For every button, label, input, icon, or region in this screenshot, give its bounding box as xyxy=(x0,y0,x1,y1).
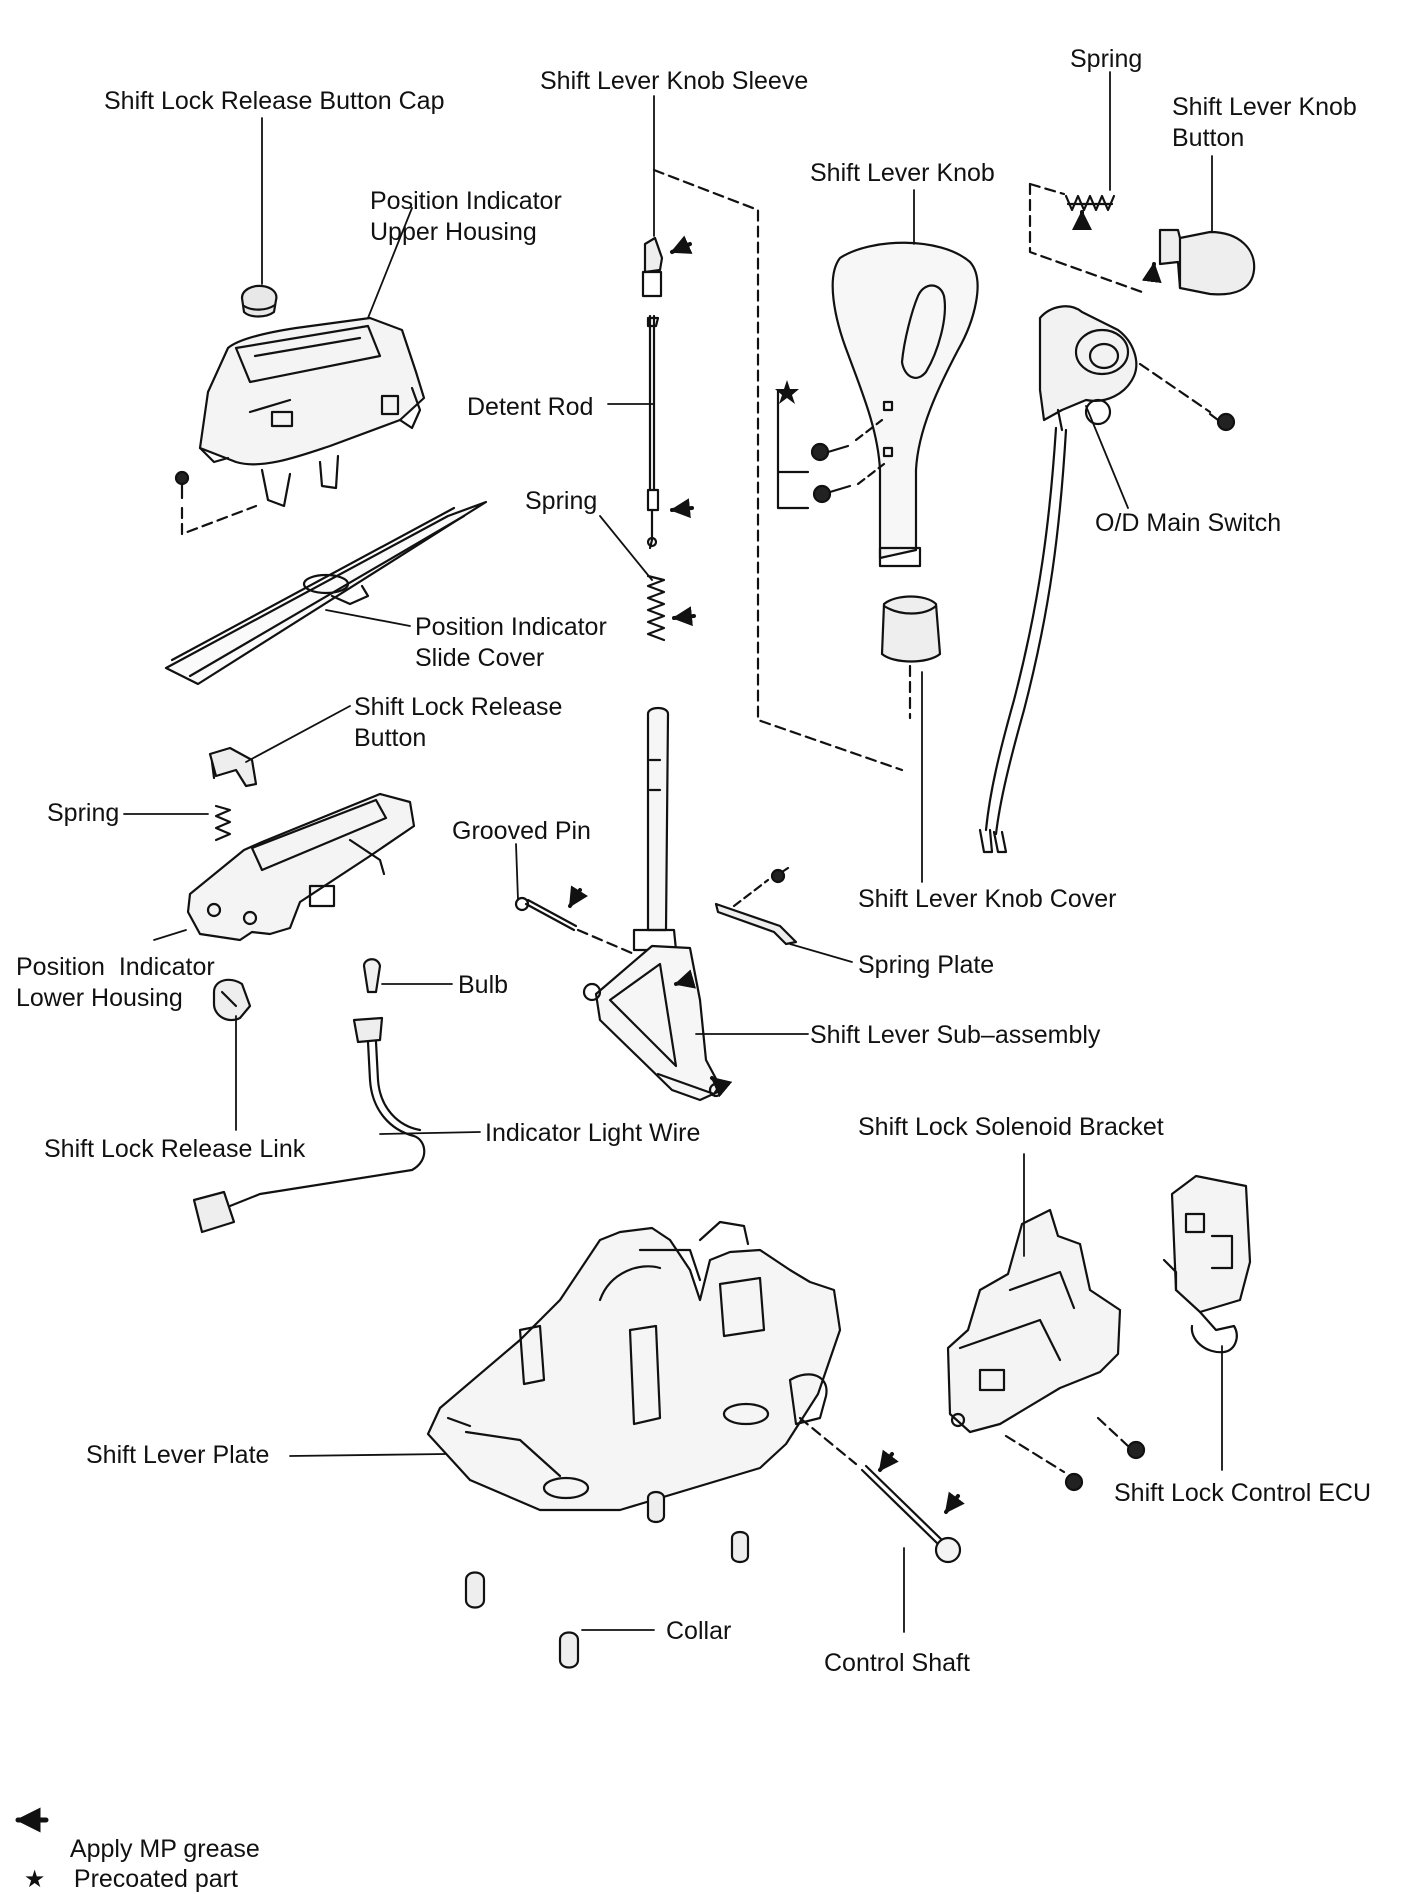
spring-mid-part xyxy=(646,574,666,642)
legend-precoated-text: Precoated part xyxy=(73,1865,238,1893)
collars-part xyxy=(464,1490,750,1669)
label-grooved-pin: Grooved Pin xyxy=(452,817,591,845)
button-cap-part xyxy=(240,284,278,318)
od-screw xyxy=(1208,412,1236,432)
legend-grease: Apply MP grease xyxy=(6,1806,260,1864)
release-button-part xyxy=(208,746,258,788)
label-position-indicator-lower-housing: Position Indicator Lower Housing xyxy=(16,953,215,1012)
label-shift-lever-knob: Shift Lever Knob xyxy=(810,159,995,187)
legend-grease-text: Apply MP grease xyxy=(69,1835,260,1863)
label-shift-lever-plate: Shift Lever Plate xyxy=(86,1441,270,1469)
knob-button-part xyxy=(1158,228,1256,296)
solenoid-bracket-part xyxy=(946,1208,1122,1434)
shift-lever-knob-part xyxy=(831,241,979,568)
label-shift-lock-release-button: Shift Lock Release Button xyxy=(354,693,563,752)
label-shift-lever-knob-button: Shift Lever Knob Button xyxy=(1172,93,1357,152)
label-spring-plate: Spring Plate xyxy=(858,951,995,979)
spring-plate-screw xyxy=(770,866,790,884)
legend-precoated: ★ Precoated part xyxy=(6,1836,238,1894)
slide-cover-part xyxy=(164,500,488,686)
label-spring-mid: Spring xyxy=(525,487,598,515)
label-control-shaft: Control Shaft xyxy=(824,1649,970,1677)
upper-housing-part xyxy=(198,316,426,508)
label-collar: Collar xyxy=(666,1617,732,1645)
label-shift-lever-knob-cover: Shift Lever Knob Cover xyxy=(858,885,1117,913)
label-bulb: Bulb xyxy=(458,971,509,999)
grease-arrows xyxy=(568,210,1162,1514)
shift-lever-plate-part xyxy=(426,1220,842,1512)
bulb-part xyxy=(362,958,382,994)
release-link-part xyxy=(212,978,252,1022)
star-icon: ★ xyxy=(23,1865,46,1893)
indicator-wire-part xyxy=(192,1016,426,1234)
precoated-star-mark xyxy=(775,380,799,404)
shift-lever-sub-assembly-part xyxy=(582,706,724,1102)
label-shift-lock-release-button-cap: Shift Lock Release Button Cap xyxy=(104,87,445,115)
label-shift-lever-sub-assembly: Shift Lever Sub–assembly xyxy=(810,1021,1101,1049)
od-switch-part xyxy=(1038,305,1138,432)
label-shift-lock-solenoid-bracket: Shift Lock Solenoid Bracket xyxy=(858,1113,1164,1141)
lower-housing-part xyxy=(186,792,416,942)
spring-top-part xyxy=(1064,194,1116,212)
spring-left-part xyxy=(214,804,232,842)
knob-screws xyxy=(810,442,852,504)
label-od-main-switch: O/D Main Switch xyxy=(1095,509,1282,537)
spring-plate-part xyxy=(714,902,798,946)
screw-upper-housing xyxy=(174,470,190,500)
label-spring-left: Spring xyxy=(47,799,120,827)
label-position-indicator-slide-cover: Position Indicator Slide Cover xyxy=(415,613,607,672)
detent-rod-part xyxy=(641,236,664,550)
grooved-pin-part xyxy=(514,896,578,932)
label-shift-lever-knob-sleeve: Shift Lever Knob Sleeve xyxy=(540,67,809,95)
label-position-indicator-upper-housing: Position Indicator Upper Housing xyxy=(370,187,562,246)
label-shift-lock-control-ecu: Shift Lock Control ECU xyxy=(1114,1479,1372,1507)
control-shaft-part xyxy=(860,1464,962,1564)
control-ecu-part xyxy=(1162,1174,1252,1354)
label-detent-rod: Detent Rod xyxy=(467,393,594,421)
knob-cover-part xyxy=(880,595,942,663)
label-shift-lock-release-link: Shift Lock Release Link xyxy=(44,1135,306,1163)
label-indicator-light-wire: Indicator Light Wire xyxy=(485,1119,701,1147)
leader-lines xyxy=(123,71,1223,1633)
label-spring-top: Spring xyxy=(1070,45,1143,73)
bracket-screws xyxy=(1064,1440,1146,1492)
